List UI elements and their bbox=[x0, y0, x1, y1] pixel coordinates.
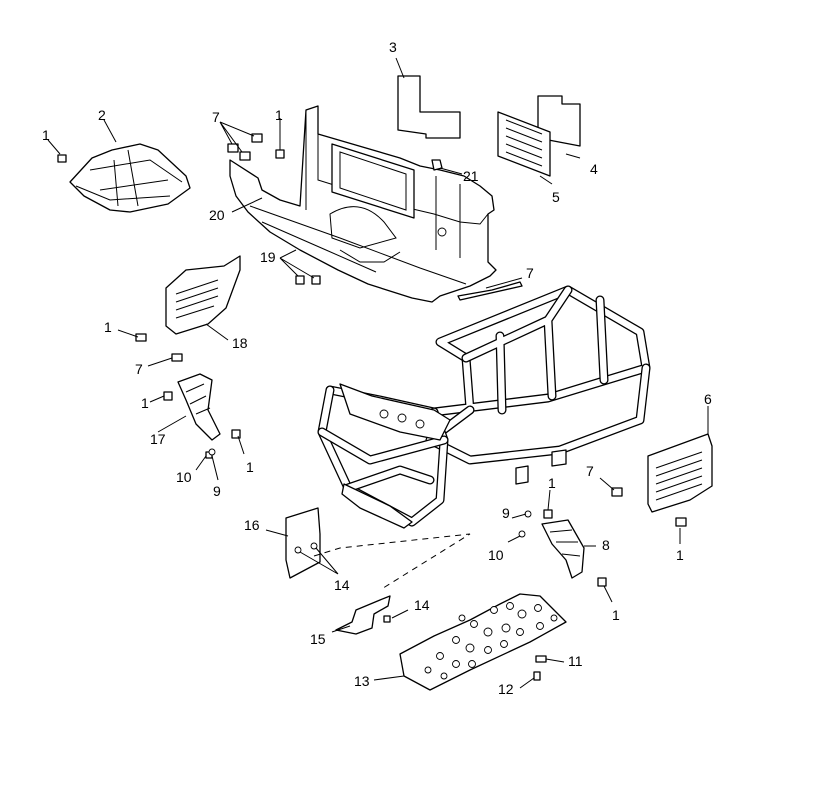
callout-7: 7 bbox=[526, 265, 534, 281]
callout-1: 1 bbox=[676, 547, 684, 563]
part-clips-19 bbox=[295, 275, 321, 285]
leader-lines bbox=[47, 57, 709, 689]
part-bracket-8 bbox=[541, 519, 585, 579]
part-front-cover bbox=[69, 143, 191, 213]
callout-1: 1 bbox=[104, 319, 112, 335]
part-plate-16 bbox=[285, 507, 321, 579]
callout-3: 3 bbox=[389, 39, 397, 55]
part-fastener-21 bbox=[431, 159, 443, 171]
clip-group bbox=[171, 133, 623, 497]
part-side-vent-panel bbox=[165, 255, 241, 335]
callout-8: 8 bbox=[602, 537, 610, 553]
callout-1: 1 bbox=[42, 127, 50, 143]
callout-9: 9 bbox=[502, 505, 510, 521]
callout-1: 1 bbox=[246, 459, 254, 475]
part-right-vent-panel bbox=[647, 433, 713, 513]
callout-11: 11 bbox=[568, 653, 583, 669]
callout-1: 1 bbox=[275, 107, 283, 123]
callout-4: 4 bbox=[590, 161, 598, 177]
callout-16: 16 bbox=[244, 517, 260, 533]
callout-7: 7 bbox=[135, 361, 143, 377]
callout-13: 13 bbox=[354, 673, 370, 689]
callout-14: 14 bbox=[334, 577, 350, 593]
part-12 bbox=[533, 671, 541, 681]
callout-6: 6 bbox=[704, 391, 712, 407]
callout-1: 1 bbox=[141, 395, 149, 411]
callout-20: 20 bbox=[209, 207, 225, 223]
callout-10: 10 bbox=[176, 469, 192, 485]
callout-10: 10 bbox=[488, 547, 504, 563]
part-main-frame bbox=[317, 285, 651, 529]
callout-1: 1 bbox=[548, 475, 556, 491]
callout-17: 17 bbox=[150, 431, 166, 447]
part-11 bbox=[535, 655, 547, 663]
part-gasket-sheet bbox=[397, 75, 461, 139]
callout-5: 5 bbox=[552, 189, 560, 205]
callout-12: 12 bbox=[498, 681, 514, 697]
part-vent-grille bbox=[497, 111, 551, 177]
assembly-dashed-line bbox=[313, 533, 471, 591]
callout-14: 14 bbox=[414, 597, 430, 613]
bolt-group bbox=[57, 149, 687, 587]
part-plate-15 bbox=[335, 595, 391, 635]
callout-18: 18 bbox=[232, 335, 248, 351]
callout-labels: 1 2 3 4 5 7 1 21 20 19 7 1 18 7 1 17 1 1… bbox=[42, 39, 712, 697]
part-bracket-17 bbox=[177, 373, 221, 441]
callout-9: 9 bbox=[213, 483, 221, 499]
part-rear-body-tub bbox=[229, 105, 497, 303]
part-skid-plate bbox=[399, 593, 567, 691]
callout-15: 15 bbox=[310, 631, 326, 647]
callout-21: 21 bbox=[463, 168, 479, 184]
callout-7: 7 bbox=[212, 109, 220, 125]
callout-19: 19 bbox=[260, 249, 276, 265]
callout-1: 1 bbox=[612, 607, 620, 623]
callout-7: 7 bbox=[586, 463, 594, 479]
callout-2: 2 bbox=[98, 107, 106, 123]
